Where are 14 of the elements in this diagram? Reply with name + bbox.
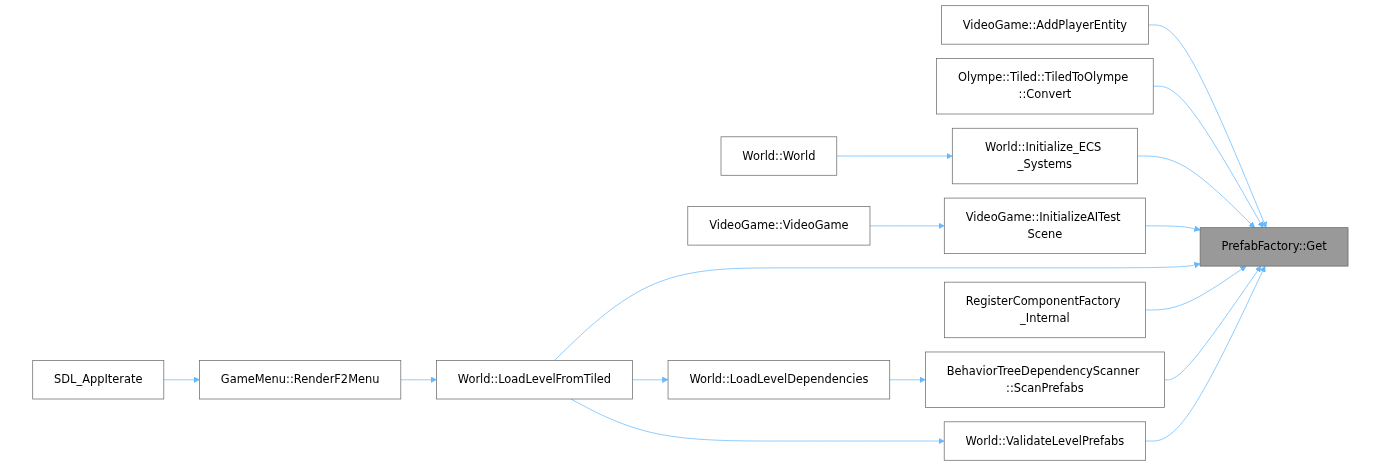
- node-box: BehaviorTreeDependencyScanner ::ScanPrefabs: [925, 351, 1165, 408]
- node-box: VideoGame::VideoGame: [687, 206, 871, 246]
- node-box: World::LoadLevelFromTiled: [436, 360, 633, 400]
- node-box: Olympe::Tiled::TiledToOlympe ::Convert: [936, 58, 1154, 115]
- node-box: VideoGame::AddPlayerEntity: [941, 5, 1149, 45]
- node-box: PrefabFactory::Get: [1199, 227, 1349, 267]
- node-box: RegisterComponentFactory _Internal: [944, 281, 1146, 339]
- node-box: World::World: [720, 136, 838, 176]
- node-box: SDL_AppIterate: [32, 360, 165, 400]
- node-box: World::Initialize_ECS _Systems: [952, 127, 1138, 185]
- node-box: World::LoadLevelDependencies: [667, 360, 891, 400]
- node-box: World::ValidateLevelPrefabs: [943, 421, 1147, 461]
- node-box: VideoGame::InitializeAITest Scene: [944, 197, 1147, 254]
- node-box: GameMenu::RenderF2Menu: [199, 360, 402, 400]
